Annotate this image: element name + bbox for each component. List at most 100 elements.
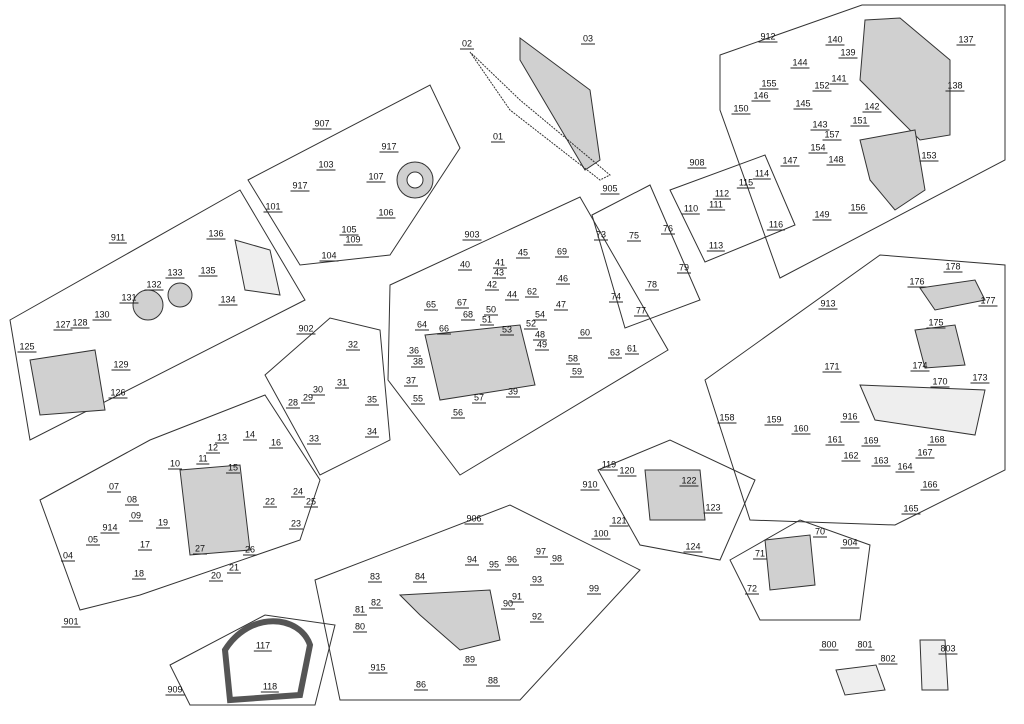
part-label-178: 178 <box>943 261 963 273</box>
part-label-115: 115 <box>736 177 756 189</box>
part-label-160: 160 <box>791 423 811 435</box>
group-label-913: 913 <box>818 298 838 310</box>
part-label-915: 915 <box>368 662 388 674</box>
part-label-151: 151 <box>850 115 870 127</box>
part-label-14: 14 <box>242 429 258 441</box>
part-label-46: 46 <box>555 273 571 285</box>
part-label-66: 66 <box>436 323 452 335</box>
group-label-908: 908 <box>687 157 707 169</box>
part-label-78: 78 <box>644 279 660 291</box>
part-label-83: 83 <box>367 571 383 583</box>
part-label-79: 79 <box>676 262 692 274</box>
part-label-159: 159 <box>764 414 784 426</box>
part-label-55: 55 <box>410 393 426 405</box>
panel-910 <box>597 439 756 561</box>
part-label-31: 31 <box>334 377 350 389</box>
part-label-117: 117 <box>253 640 273 652</box>
part-label-82: 82 <box>368 597 384 609</box>
part-label-24: 24 <box>290 486 306 498</box>
part-label-70: 70 <box>812 526 828 538</box>
group-label-903: 903 <box>462 229 482 241</box>
part-label-92: 92 <box>529 611 545 623</box>
part-label-154: 154 <box>808 142 828 154</box>
part-label-12: 12 <box>205 442 221 454</box>
part-label-45: 45 <box>515 247 531 259</box>
part-label-124: 124 <box>683 541 703 553</box>
group-label-910: 910 <box>580 479 600 491</box>
part-label-122: 122 <box>679 475 699 487</box>
part-label-53: 53 <box>499 324 515 336</box>
part-label-13: 13 <box>214 432 230 444</box>
panel-912 <box>719 4 1006 279</box>
part-label-121: 121 <box>609 515 629 527</box>
part-label-77: 77 <box>633 305 649 317</box>
part-label-95: 95 <box>486 559 502 571</box>
part-label-137: 137 <box>956 34 976 46</box>
part-label-127: 127 <box>53 319 73 331</box>
part-label-97: 97 <box>533 546 549 558</box>
part-label-128: 128 <box>70 317 90 329</box>
part-label-91: 91 <box>509 591 525 603</box>
group-label-911: 911 <box>108 232 128 244</box>
group-label-909: 909 <box>165 684 185 696</box>
part-label-38: 38 <box>410 356 426 368</box>
part-label-177: 177 <box>978 295 998 307</box>
part-label-05: 05 <box>85 534 101 546</box>
part-label-25: 25 <box>303 496 319 508</box>
part-label-43: 43 <box>491 267 507 279</box>
part-label-52: 52 <box>523 318 539 330</box>
group-label-912: 912 <box>758 31 778 43</box>
part-label-04: 04 <box>60 550 76 562</box>
part-label-59: 59 <box>569 366 585 378</box>
part-label-18: 18 <box>131 568 147 580</box>
part-label-17: 17 <box>137 539 153 551</box>
part-label-62: 62 <box>524 286 540 298</box>
part-label-152: 152 <box>812 80 832 92</box>
part-label-63: 63 <box>607 347 623 359</box>
part-label-44: 44 <box>504 289 520 301</box>
part-label-10: 10 <box>167 458 183 470</box>
part-label-60: 60 <box>577 327 593 339</box>
part-silhouettes <box>29 17 986 704</box>
part-label-107: 107 <box>366 171 386 183</box>
part-label-175: 175 <box>926 317 946 329</box>
part-label-64: 64 <box>414 319 430 331</box>
part-label-80: 80 <box>352 621 368 633</box>
part-label-149: 149 <box>812 209 832 221</box>
part-label-32: 32 <box>345 339 361 351</box>
part-label-65: 65 <box>423 299 439 311</box>
part-label-148: 148 <box>826 154 846 166</box>
part-label-09: 09 <box>128 510 144 522</box>
part-label-105: 105 <box>339 224 359 236</box>
part-label-173: 173 <box>970 372 990 384</box>
part-label-27: 27 <box>192 543 208 555</box>
part-label-35: 35 <box>364 394 380 406</box>
part-label-132: 132 <box>144 279 164 291</box>
part-label-76: 76 <box>660 223 676 235</box>
part-label-93: 93 <box>529 574 545 586</box>
part-label-133: 133 <box>165 267 185 279</box>
part-label-800: 800 <box>819 639 839 651</box>
part-label-07: 07 <box>106 481 122 493</box>
part-label-29: 29 <box>300 392 316 404</box>
part-label-113: 113 <box>706 240 726 252</box>
part-label-125: 125 <box>17 341 37 353</box>
group-label-906: 906 <box>464 513 484 525</box>
part-label-15: 15 <box>225 462 241 474</box>
part-label-112: 112 <box>712 188 732 200</box>
part-label-140: 140 <box>825 34 845 46</box>
part-label-49: 49 <box>534 339 550 351</box>
part-label-169: 169 <box>861 435 881 447</box>
part-label-150: 150 <box>731 103 751 115</box>
part-label-142: 142 <box>862 101 882 113</box>
part-label-114: 114 <box>752 168 772 180</box>
part-label-131: 131 <box>119 292 139 304</box>
part-label-168: 168 <box>927 434 947 446</box>
part-label-68: 68 <box>460 309 476 321</box>
part-label-39: 39 <box>505 386 521 398</box>
part-label-917: 917 <box>290 180 310 192</box>
part-label-104: 104 <box>319 250 339 262</box>
part-label-20: 20 <box>208 570 224 582</box>
part-label-61: 61 <box>624 343 640 355</box>
part-label-111: 111 <box>707 199 725 211</box>
